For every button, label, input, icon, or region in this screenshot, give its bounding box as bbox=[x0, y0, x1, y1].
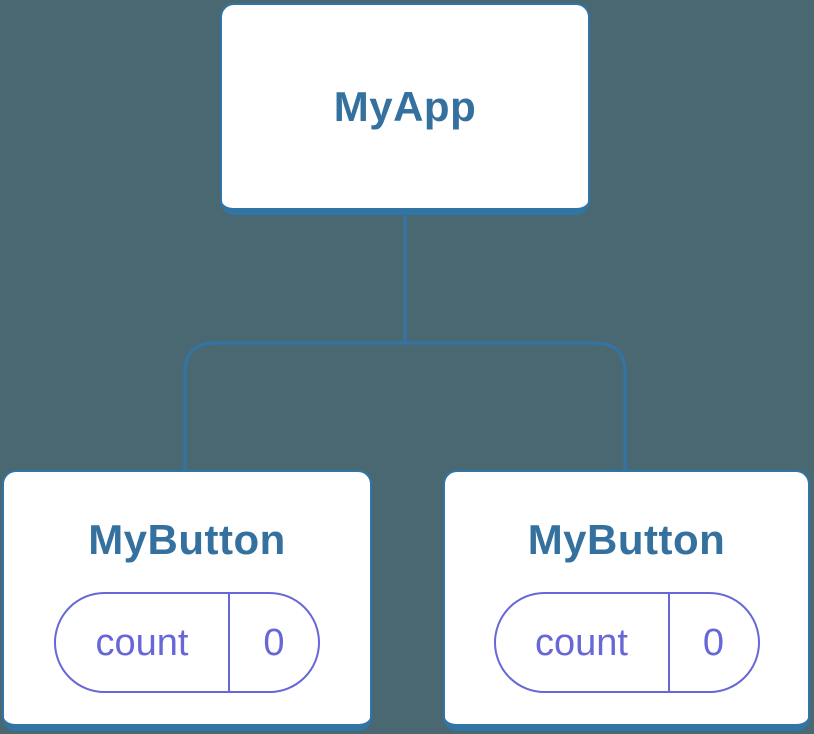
connector-children-bracket bbox=[183, 341, 627, 470]
state-value-label: 0 bbox=[263, 621, 285, 664]
component-label: MyButton bbox=[527, 516, 726, 563]
state-key-label: count bbox=[535, 621, 628, 664]
component-node-myapp: MyApp bbox=[220, 3, 590, 215]
state-pill: count 0 bbox=[54, 592, 320, 693]
component-node-mybutton-right: MyButton count 0 bbox=[443, 470, 810, 731]
state-value-label: 0 bbox=[702, 621, 725, 664]
state-value-cell: 0 bbox=[670, 594, 758, 691]
state-key-label: count bbox=[95, 621, 189, 664]
component-label: MyApp bbox=[333, 82, 477, 130]
component-node-mybutton-left: MyButton count 0 bbox=[2, 470, 372, 731]
state-key-cell: count bbox=[496, 594, 670, 691]
state-key-cell: count bbox=[56, 594, 230, 691]
component-label: MyButton bbox=[88, 516, 286, 563]
state-pill: count 0 bbox=[493, 592, 760, 693]
state-value-cell: 0 bbox=[230, 594, 318, 691]
